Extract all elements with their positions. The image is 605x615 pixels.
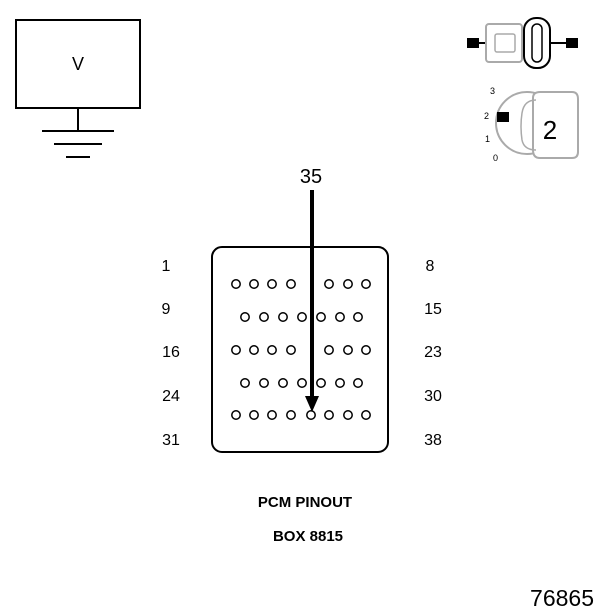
pointer-pin-label: 35 xyxy=(300,166,322,188)
pin-hole xyxy=(316,312,326,322)
pin-hole xyxy=(231,345,241,355)
pin-number-38: 38 xyxy=(424,432,442,449)
ignition-position-3: 3 xyxy=(490,86,495,96)
pin-hole xyxy=(361,410,371,420)
ignition-switch-icon: 3 2 1 0 2 xyxy=(484,86,579,163)
pin-hole xyxy=(286,279,296,289)
pin-hole xyxy=(324,410,334,420)
voltmeter-label: V xyxy=(72,54,84,74)
pin-number-15: 15 xyxy=(424,301,442,318)
pin-hole xyxy=(240,312,250,322)
pin-hole xyxy=(297,378,307,388)
pin-hole xyxy=(278,378,288,388)
pin-hole xyxy=(343,345,353,355)
pin-hole xyxy=(297,312,307,322)
pin-hole xyxy=(259,378,269,388)
pin-hole xyxy=(249,279,259,289)
pin-hole xyxy=(353,378,363,388)
pin-hole xyxy=(267,279,277,289)
connector-icon xyxy=(467,17,578,69)
pcm-pin-grid xyxy=(231,279,371,420)
pin-hole xyxy=(335,312,345,322)
pin-hole xyxy=(343,410,353,420)
pin-hole xyxy=(316,378,326,388)
ignition-position-2: 2 xyxy=(484,111,489,121)
caption-title: PCM PINOUT xyxy=(258,494,352,511)
pin-number-9: 9 xyxy=(162,301,171,318)
pin-hole xyxy=(286,345,296,355)
caption-box-number: BOX 8815 xyxy=(273,528,343,545)
pin-hole xyxy=(353,312,363,322)
pin-number-31: 31 xyxy=(162,432,180,449)
ground-icon xyxy=(42,108,114,158)
pin-hole xyxy=(286,410,296,420)
pin-hole xyxy=(335,378,345,388)
pin-hole xyxy=(343,279,353,289)
pin-hole xyxy=(249,345,259,355)
pin-number-30: 30 xyxy=(424,388,442,405)
pin-hole xyxy=(267,410,277,420)
pin-hole xyxy=(324,279,334,289)
pin-number-8: 8 xyxy=(426,258,435,275)
pin-number-24: 24 xyxy=(162,388,180,405)
pin-hole xyxy=(240,378,250,388)
pin-hole xyxy=(249,410,259,420)
pin-number-16: 16 xyxy=(162,344,180,361)
ignition-key-label: 2 xyxy=(543,115,557,145)
pin-hole xyxy=(278,312,288,322)
voltmeter: V xyxy=(15,19,141,158)
pcm-connector-body xyxy=(211,246,389,453)
figure-number: 76865 xyxy=(530,585,594,611)
pin-hole xyxy=(361,345,371,355)
pin-hole xyxy=(267,345,277,355)
pin-hole xyxy=(361,279,371,289)
pin-hole xyxy=(231,279,241,289)
pin-number-1: 1 xyxy=(162,258,171,275)
pin-hole xyxy=(231,410,241,420)
pin-hole xyxy=(324,345,334,355)
pin-hole xyxy=(306,410,316,420)
pin-number-23: 23 xyxy=(424,344,442,361)
pin-hole xyxy=(259,312,269,322)
pin-pointer-arrow xyxy=(305,190,319,412)
ignition-position-1: 1 xyxy=(485,134,490,144)
ignition-position-0: 0 xyxy=(493,153,498,163)
